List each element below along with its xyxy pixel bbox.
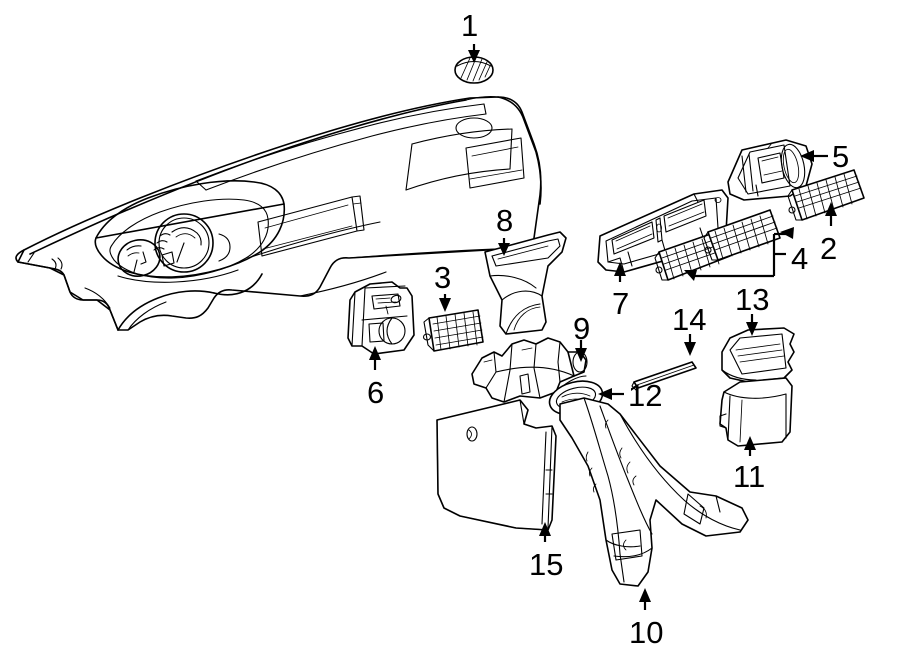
leader-5 bbox=[800, 150, 828, 162]
leader-15 bbox=[539, 522, 551, 542]
part-side-defroster-grille bbox=[422, 309, 484, 352]
leader-6 bbox=[369, 346, 381, 370]
part-rear-heater-duct-body bbox=[719, 377, 793, 447]
leader-3 bbox=[439, 294, 451, 312]
part-center-vent-grille-right bbox=[703, 209, 781, 261]
leader-1 bbox=[468, 44, 480, 63]
leader-13 bbox=[746, 314, 758, 336]
callout-label-1[interactable]: 1 bbox=[461, 8, 479, 43]
leader-4 bbox=[684, 227, 794, 281]
callout-label-12[interactable]: 12 bbox=[628, 378, 663, 413]
callout-label-10[interactable]: 10 bbox=[629, 615, 664, 650]
leader-8 bbox=[498, 238, 510, 256]
part-speaker-grille-cap bbox=[454, 56, 494, 84]
part-floor-distribution-duct bbox=[559, 397, 749, 587]
callout-label-11[interactable]: 11 bbox=[733, 459, 766, 494]
callout-label-6[interactable]: 6 bbox=[367, 375, 385, 410]
callout-label-5[interactable]: 5 bbox=[832, 139, 850, 174]
part-side-vent-housing bbox=[727, 139, 813, 201]
leader-9 bbox=[575, 340, 587, 362]
callout-label-9[interactable]: 9 bbox=[573, 311, 591, 346]
leader-2 bbox=[825, 202, 837, 226]
callout-label-8[interactable]: 8 bbox=[496, 203, 514, 238]
leader-11 bbox=[744, 436, 756, 456]
part-lower-trim-panel bbox=[436, 399, 557, 531]
part-vent-grille-insert-right bbox=[787, 169, 865, 221]
part-center-defroster-nozzle bbox=[484, 231, 567, 335]
callout-label-3[interactable]: 3 bbox=[434, 260, 452, 295]
callout-label-14[interactable]: 14 bbox=[672, 302, 707, 337]
instrument-panel-main-body bbox=[15, 96, 542, 331]
leader-7 bbox=[614, 262, 626, 282]
leader-14 bbox=[684, 334, 696, 356]
part-rear-vent-louver-cover bbox=[721, 327, 795, 383]
callout-label-2[interactable]: 2 bbox=[820, 231, 838, 266]
callout-label-7[interactable]: 7 bbox=[612, 286, 630, 321]
part-side-defroster-bezel bbox=[347, 281, 415, 355]
callout-label-13[interactable]: 13 bbox=[735, 282, 770, 317]
callout-label-4[interactable]: 4 bbox=[791, 241, 809, 276]
part-duct-retaining-bar bbox=[631, 361, 697, 391]
leader-10 bbox=[639, 588, 651, 610]
callout-label-15[interactable]: 15 bbox=[529, 547, 564, 582]
leader-12 bbox=[598, 388, 624, 400]
part-defroster-duct-assembly bbox=[471, 337, 588, 403]
